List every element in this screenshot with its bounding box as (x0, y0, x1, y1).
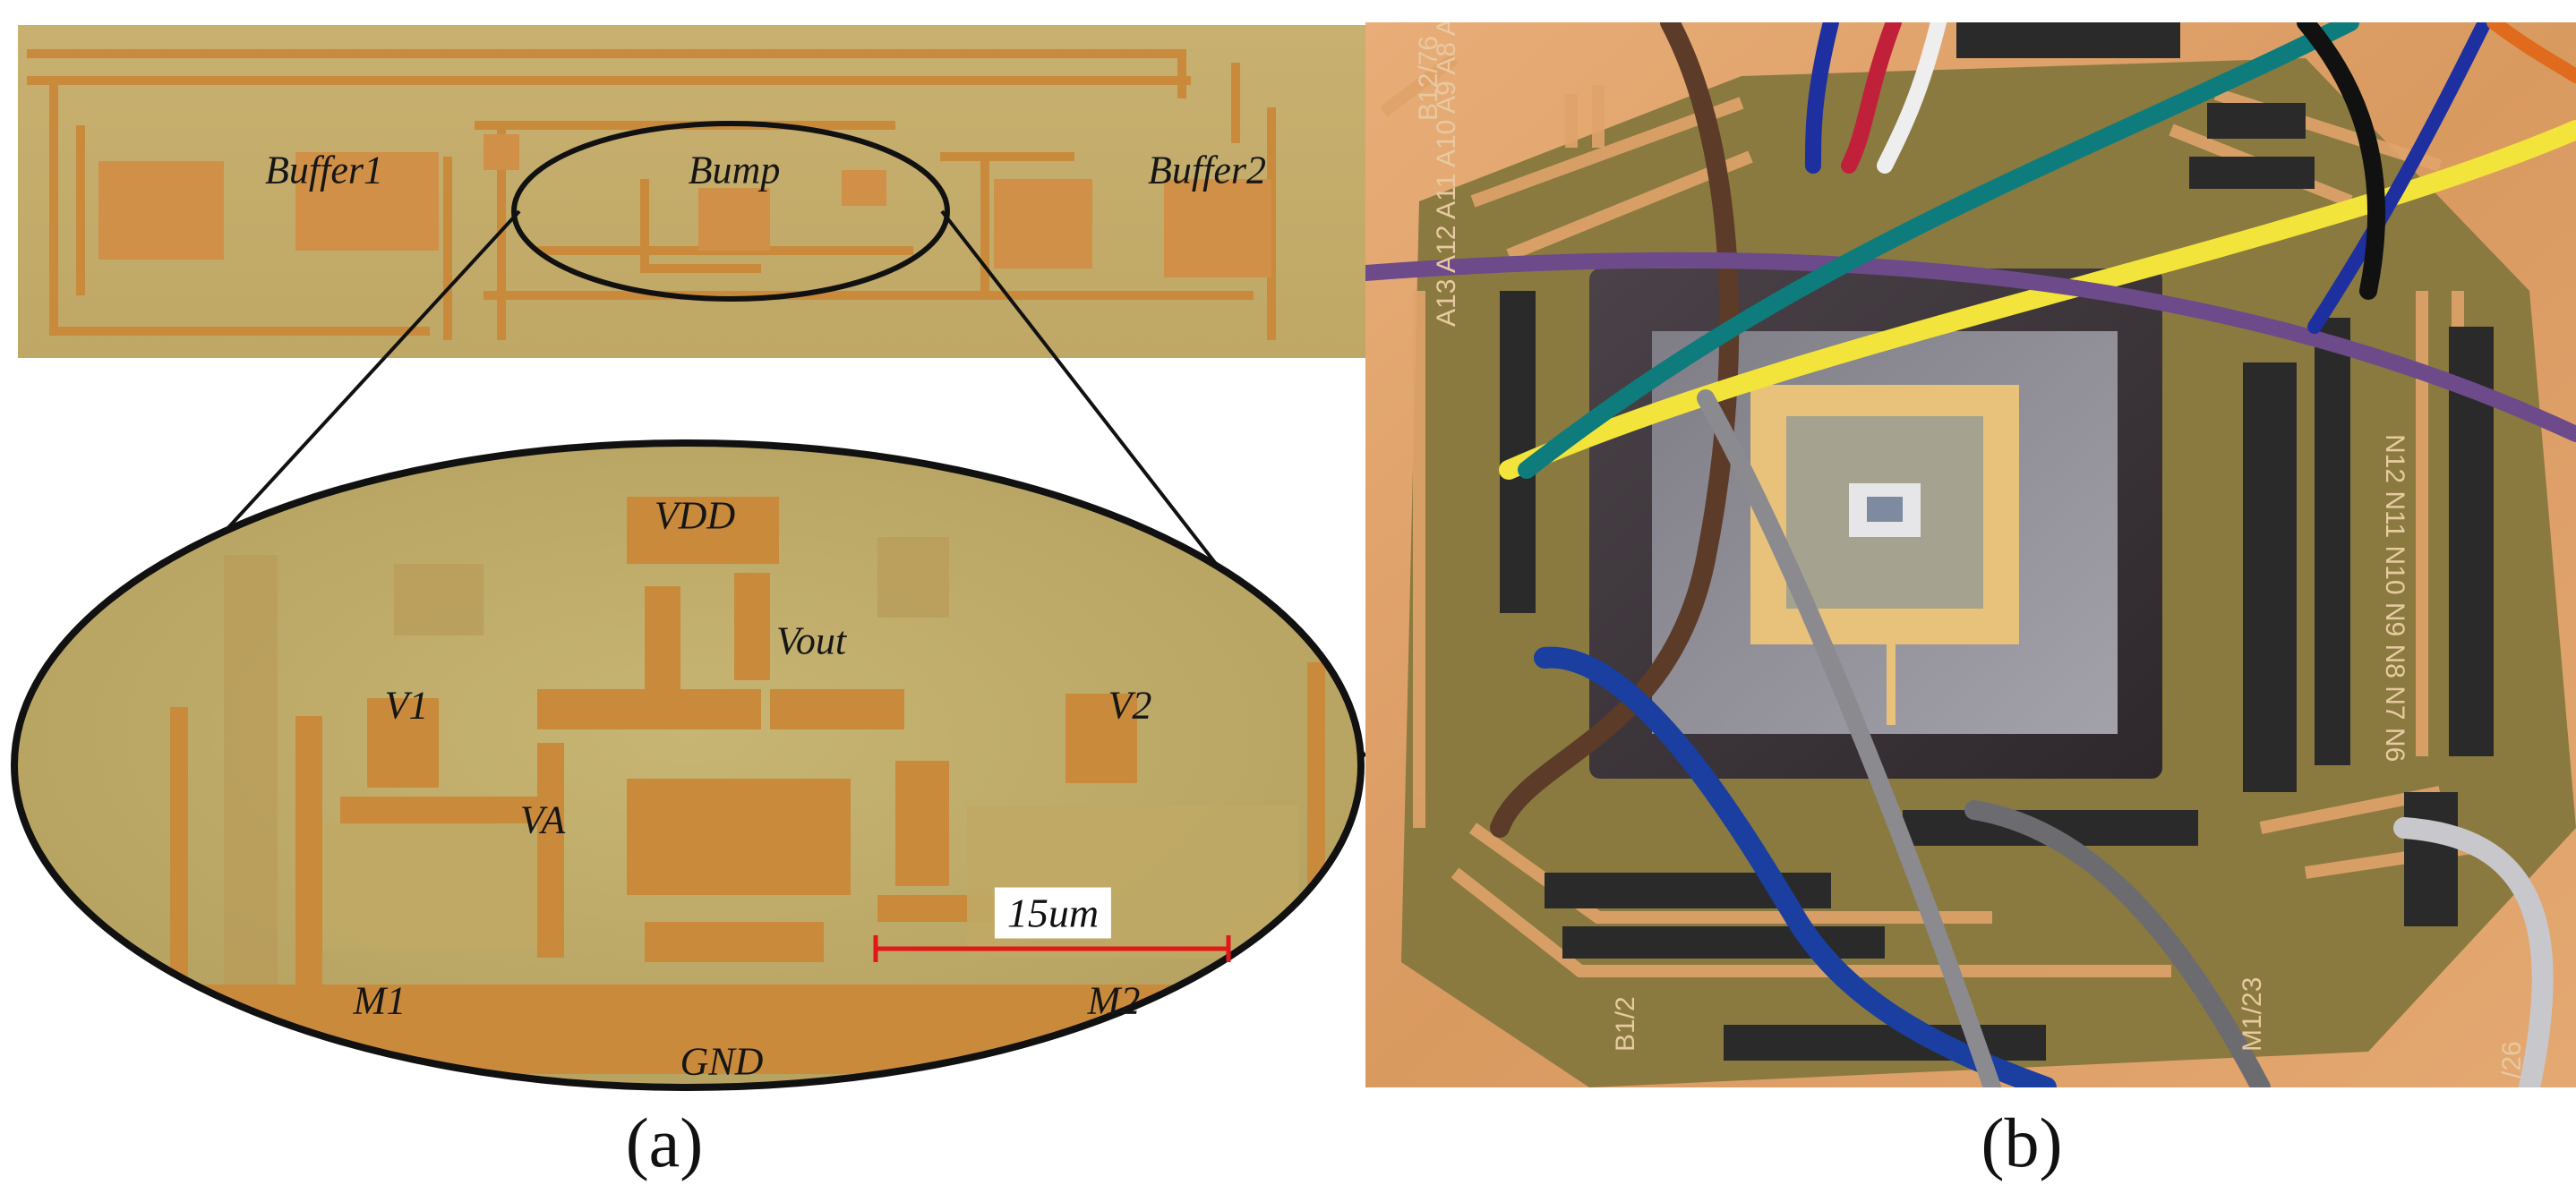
label-m1: M1 (353, 978, 407, 1023)
label-v1: V1 (384, 683, 429, 728)
scale-bar (873, 935, 1231, 962)
silk-n-column: N12 N11 N10 N9 N8 N7 N6 (2380, 434, 2409, 762)
silk-b12: B12/76 (1414, 36, 1443, 121)
silk-m1: M1/23 (2238, 977, 2267, 1052)
label-buffer2: Buffer2 (1148, 148, 1266, 192)
panel-b: B12/76 A13 A12 A11 A10 A9 A8 A7 A6 A5 N1… (1365, 22, 2576, 1087)
scale-bar-label: 15um (994, 887, 1112, 939)
label-m2: M2 (1087, 978, 1141, 1023)
silk-a-column: A13 A12 A11 A10 A9 A8 A7 A6 A5 (1432, 22, 1461, 327)
label-va: VA (519, 797, 566, 842)
silk-26: /26 (2497, 1041, 2527, 1078)
label-v2: V2 (1108, 683, 1152, 728)
label-bump: Bump (688, 148, 781, 192)
caption-b: (b) (1981, 1104, 2063, 1181)
panel-a: Buffer1 Bump Buffer2 VDD Vout V1 V2 VA M… (0, 0, 1370, 1181)
label-vout: Vout (775, 618, 847, 663)
label-vdd: VDD (654, 493, 736, 538)
silk-b1: B1/2 (1611, 996, 1640, 1052)
label-gnd: GND (680, 1039, 764, 1084)
label-buffer1: Buffer1 (265, 148, 383, 192)
caption-a: (a) (625, 1104, 704, 1181)
pcb-photo: B12/76 A13 A12 A11 A10 A9 A8 A7 A6 A5 N1… (1365, 22, 2576, 1087)
